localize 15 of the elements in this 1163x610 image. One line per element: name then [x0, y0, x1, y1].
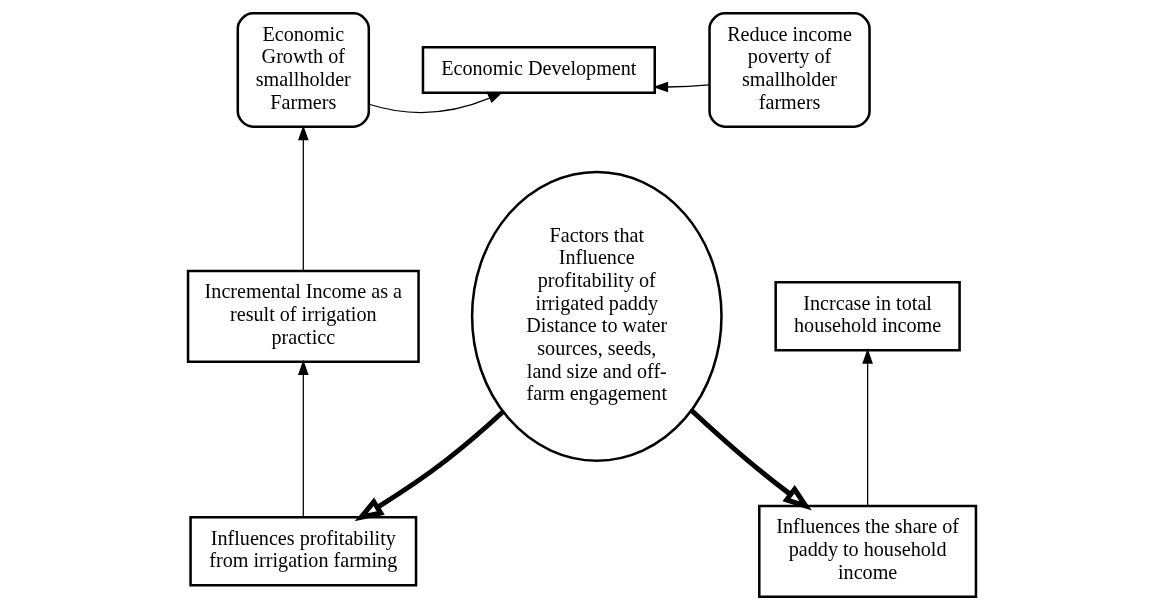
- node-box: Economic Growth of smallholder Farmers: [236, 12, 370, 128]
- arrow: [354, 409, 505, 522]
- arrow: [297, 125, 309, 272]
- arrow: [297, 359, 309, 518]
- arrow: [652, 81, 710, 93]
- node-box: Influences the share of paddy to household income: [757, 504, 977, 598]
- arrow: [689, 408, 812, 511]
- node-box: Reduce income poverty of smallholder farmers: [707, 12, 871, 128]
- arrow: [861, 348, 873, 507]
- arrow: [367, 91, 503, 114]
- node-box: Economic Development: [421, 46, 656, 94]
- node-box: Incrcase in total household income: [773, 281, 961, 352]
- node-box: Influences profitability from irrigation farming: [188, 516, 417, 587]
- node-ellipse: Factors that Influence profitability of irrigated paddy Distance to water sources, seeds, land size and off-farm engagement: [470, 170, 723, 462]
- node-box: Incremental Income as a result of irrigation practicc: [186, 269, 420, 363]
